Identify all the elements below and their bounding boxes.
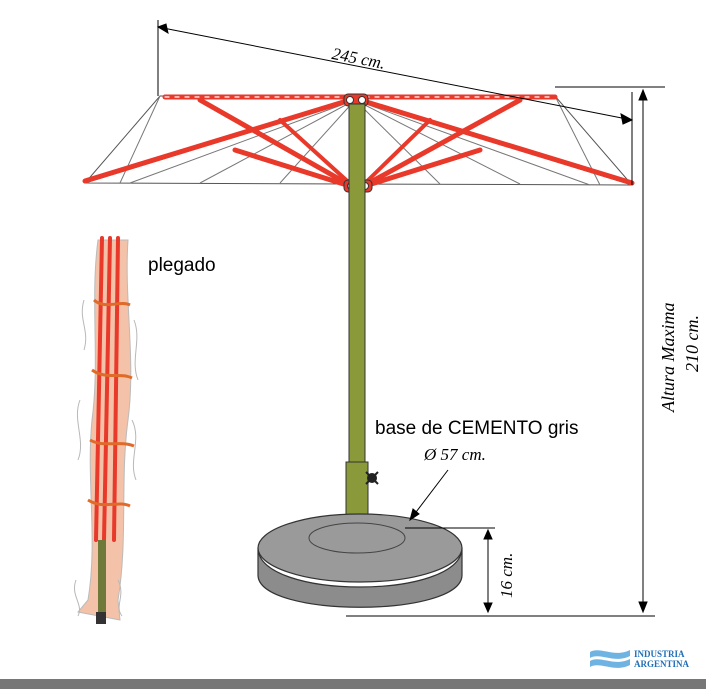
concrete-base [257,513,463,608]
diameter-pointer [409,469,449,522]
footer-bar [0,679,706,689]
base-height-label: 16 cm. [497,552,516,598]
folded-label: plegado [148,255,216,276]
logo-line2: ARGENTINA [634,659,690,669]
base-diameter-label: Ø 57 cm. [424,445,486,464]
folded-umbrella [74,236,139,624]
logo-line1: INDUSTRIA [634,649,685,659]
base-title-label: base de CEMENTO gris [375,418,579,439]
height-label: Altura Maxima [658,302,678,413]
height-dimension [346,88,655,617]
height-value-label: 210 cm. [682,315,702,372]
base-height-dimension [405,527,495,614]
width-dimension [156,20,665,185]
argentina-flag [590,650,630,668]
lock-knob [365,471,379,485]
